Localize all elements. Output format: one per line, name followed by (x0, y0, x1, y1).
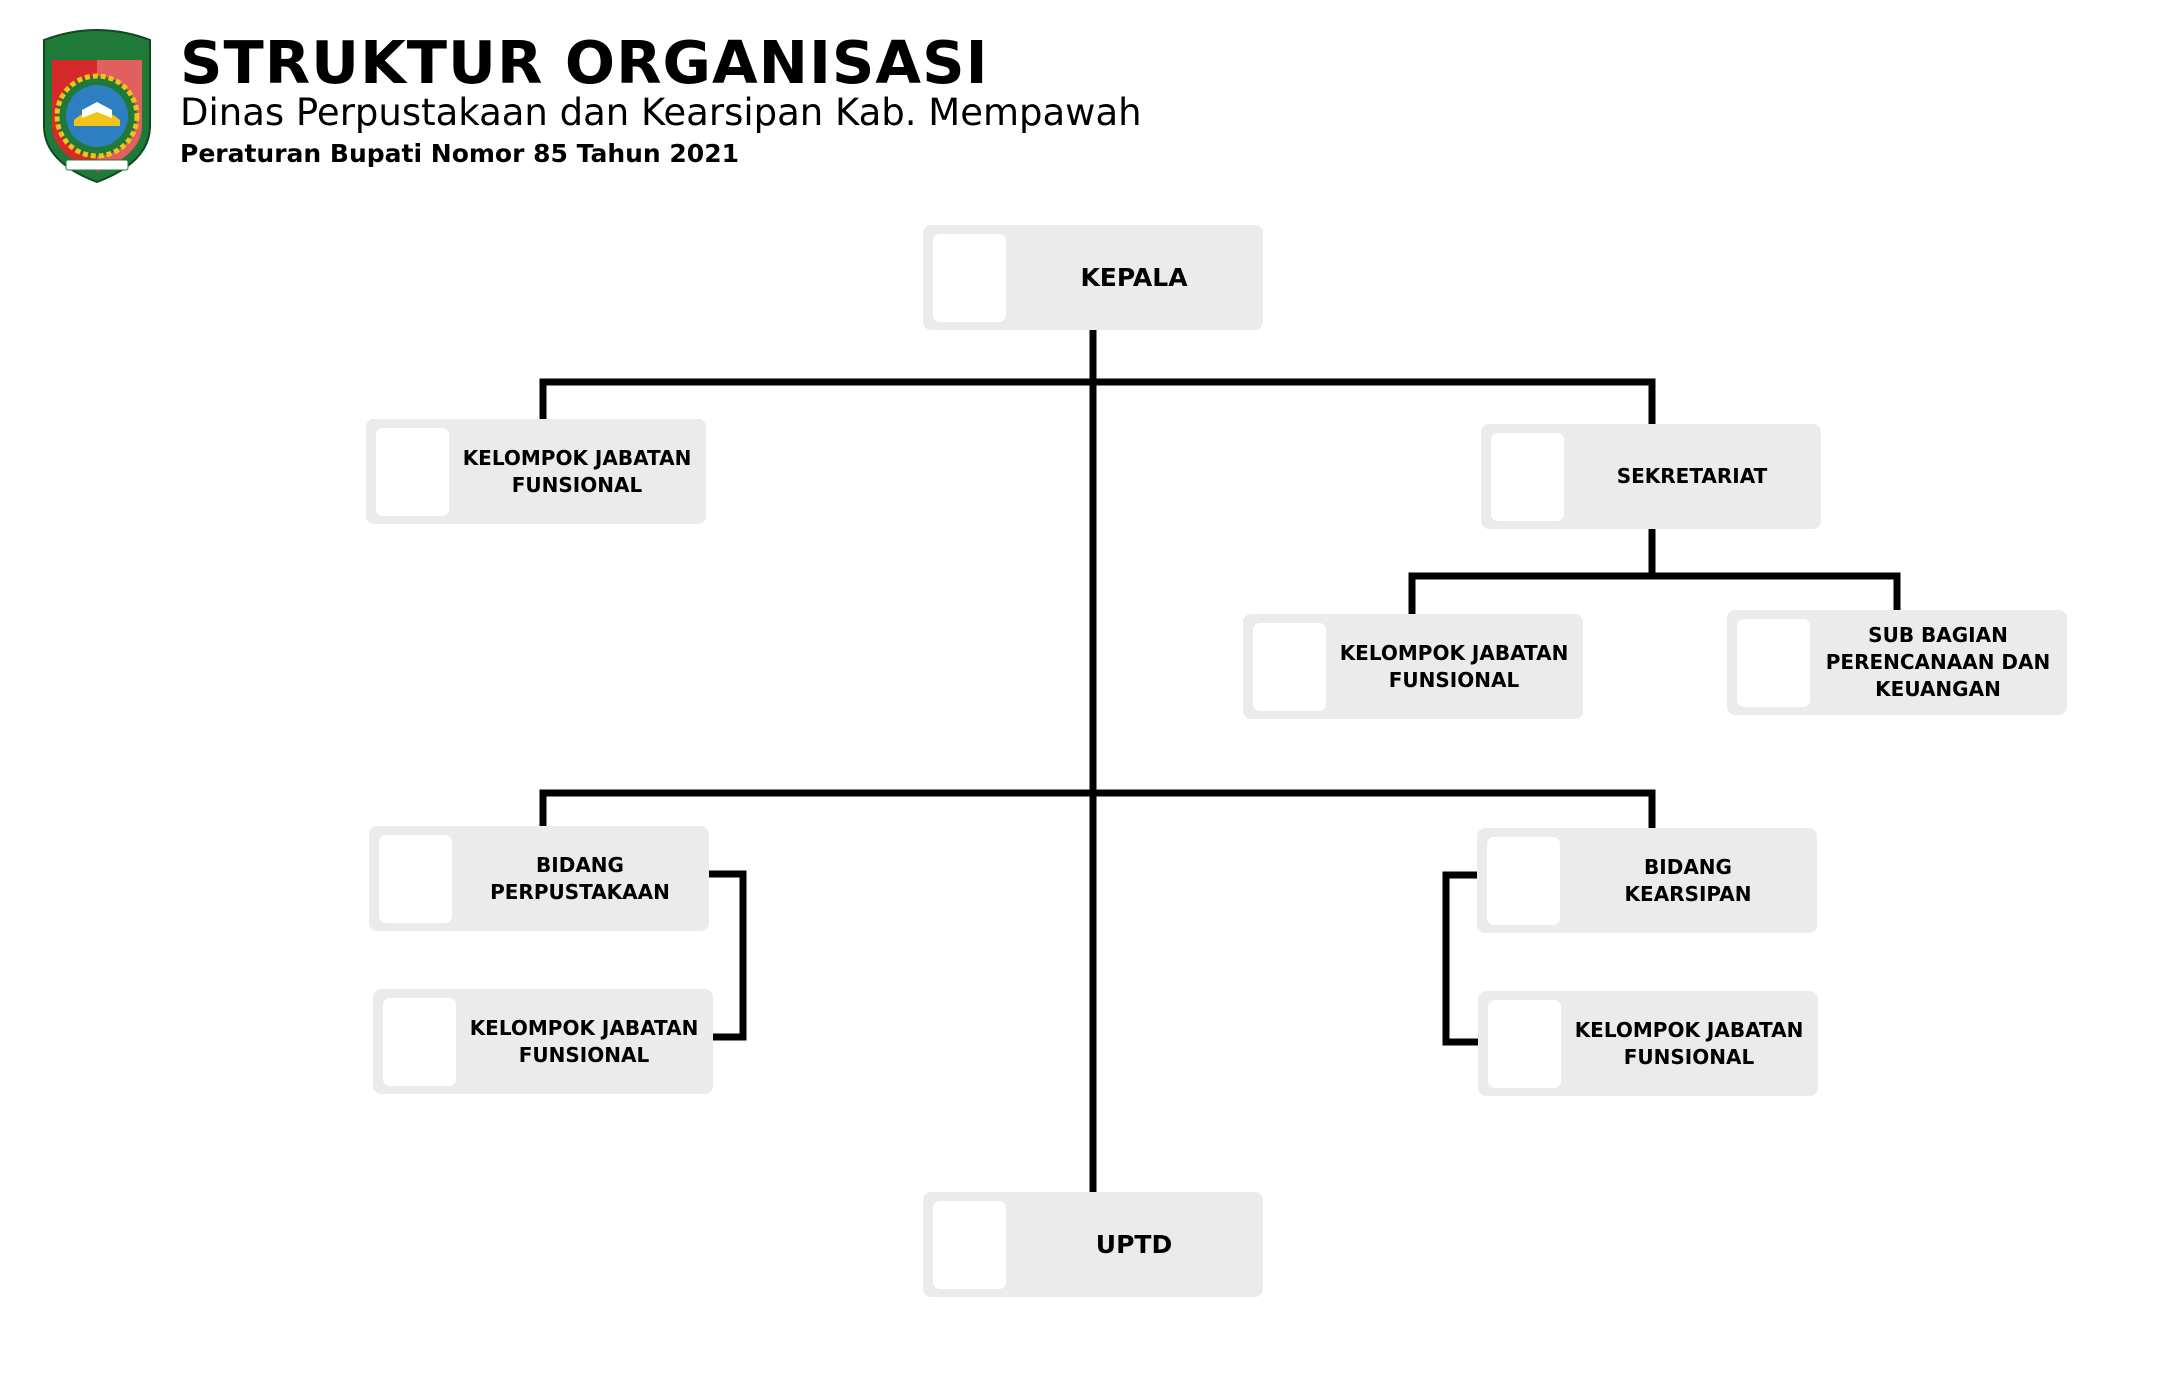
photo-placeholder (933, 1201, 1006, 1289)
chart-title: STRUKTUR ORGANISASI (180, 28, 989, 97)
unit-label: KELOMPOK JABATAN FUNSIONAL (462, 445, 692, 497)
regulation-note: Peraturan Bupati Nomor 85 Tahun 2021 (180, 139, 739, 168)
unit-label: KELOMPOK JABATAN FUNSIONAL (1574, 1017, 1804, 1069)
photo-placeholder (1253, 623, 1326, 711)
unit-kepala: KEPALA (923, 225, 1263, 330)
photo-placeholder (1488, 1000, 1561, 1088)
photo-placeholder (383, 998, 456, 1086)
agency-subtitle: Dinas Perpustakaan dan Kearsipan Kab. Me… (180, 91, 1142, 134)
photo-placeholder (1491, 433, 1564, 521)
unit-bidang-kearsipan: BIDANG KEARSIPAN (1477, 828, 1817, 933)
unit-sub-bagian-perencanaan-keuangan: SUB BAGIAN PERENCANAAN DAN KEUANGAN (1727, 610, 2067, 715)
unit-kelompok-jabatan-fungsional-top: KELOMPOK JABATAN FUNSIONAL (366, 419, 706, 524)
photo-placeholder (1737, 619, 1810, 707)
unit-kelompok-jabatan-fungsional-kearsipan: KELOMPOK JABATAN FUNSIONAL (1478, 991, 1818, 1096)
photo-placeholder (1487, 837, 1560, 925)
photo-placeholder (933, 234, 1006, 322)
unit-label: KELOMPOK JABATAN FUNSIONAL (1339, 640, 1569, 692)
photo-placeholder (376, 428, 449, 516)
unit-label: SUB BAGIAN PERENCANAAN DAN KEUANGAN (1825, 623, 2051, 701)
unit-sekretariat: SEKRETARIAT (1481, 424, 1821, 529)
unit-label: SEKRETARIAT (1616, 464, 1768, 488)
unit-label: BIDANG PERPUSTAKAAN (490, 852, 670, 904)
sekretariat-branch-line (1408, 572, 1901, 618)
upper-branch-line (539, 378, 1656, 428)
kearsipan-bracket-line (1442, 871, 1481, 1046)
unit-label: KEPALA (1080, 263, 1188, 292)
unit-bidang-perpustakaan: BIDANG PERPUSTAKAAN (369, 826, 709, 931)
unit-kelompok-jabatan-fungsional-perpustakaan: KELOMPOK JABATAN FUNSIONAL (373, 989, 713, 1094)
unit-uptd: UPTD (923, 1192, 1263, 1297)
lower-branch-line (539, 789, 1656, 832)
unit-label: BIDANG KEARSIPAN (1624, 854, 1752, 906)
regency-logo (38, 22, 156, 184)
perpustakaan-bracket-line (706, 870, 747, 1041)
photo-placeholder (379, 835, 452, 923)
unit-kelompok-jabatan-fungsional-sekretariat: KELOMPOK JABATAN FUNSIONAL (1243, 614, 1583, 719)
unit-label: KELOMPOK JABATAN FUNSIONAL (469, 1015, 699, 1067)
unit-label: UPTD (1095, 1230, 1173, 1259)
